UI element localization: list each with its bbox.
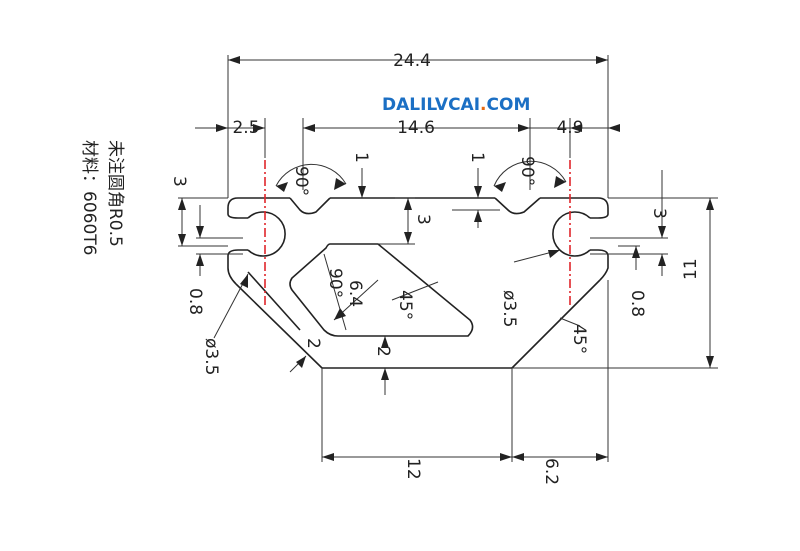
dim-slot-height-right: 3 (649, 208, 669, 219)
watermark-part: . (480, 95, 486, 115)
dim-left-lip: 0.8 (185, 288, 205, 315)
dim-slot-angle-right: 90° (517, 156, 537, 186)
dim-left-hole: ø3.5 (201, 338, 221, 375)
profile-outline (227, 197, 609, 369)
dim-total-height: 11 (681, 258, 701, 280)
dim-lip-right: 1 (467, 152, 487, 163)
note-material: 材料：6060T6 (79, 140, 99, 255)
watermark-text: DALILVCAI.COM (382, 95, 530, 115)
dim-pocket-edge: 6.4 (345, 280, 365, 307)
dimension-labels: 24.4 2.5 14.6 4.9 90° 90° 1 1 3 3 3 11 9… (169, 51, 701, 485)
watermark-logo: DALILVCAI.COM (382, 95, 530, 115)
dimension-lines (178, 55, 718, 462)
watermark-part: DALILVCAI (382, 95, 480, 115)
dim-overall-width: 24.4 (393, 51, 431, 71)
dim-bottom-right: 6.2 (541, 458, 561, 485)
dim-right-offset: 4.9 (556, 118, 583, 138)
dim-pocket-bevel: 45° (395, 290, 415, 320)
centerlines (264, 160, 571, 308)
dim-left-offset: 2.5 (232, 118, 259, 138)
dim-bottom-wall: 2 (373, 346, 393, 357)
dim-chamfer-wall: 2 (303, 338, 323, 349)
dim-outer-chamfer: 45° (569, 324, 589, 354)
dim-pocket-angle: 90° (325, 268, 345, 298)
dim-slot-angle-left: 90° (291, 166, 311, 196)
note-fillet: 未注圆角R0.5 (105, 140, 125, 247)
drawing-notes: 未注圆角R0.5 材料：6060T6 (79, 140, 125, 255)
watermark-part: COM (487, 95, 531, 115)
dim-bottom-width: 12 (403, 458, 423, 480)
dim-slot-spacing: 14.6 (397, 118, 435, 138)
dim-lip-left: 1 (351, 152, 371, 163)
dim-right-lip: 0.8 (627, 290, 647, 317)
dim-slot-height-left: 3 (169, 176, 189, 187)
dim-right-hole: ø3.5 (499, 290, 519, 327)
dim-pocket-depth: 3 (413, 214, 433, 225)
